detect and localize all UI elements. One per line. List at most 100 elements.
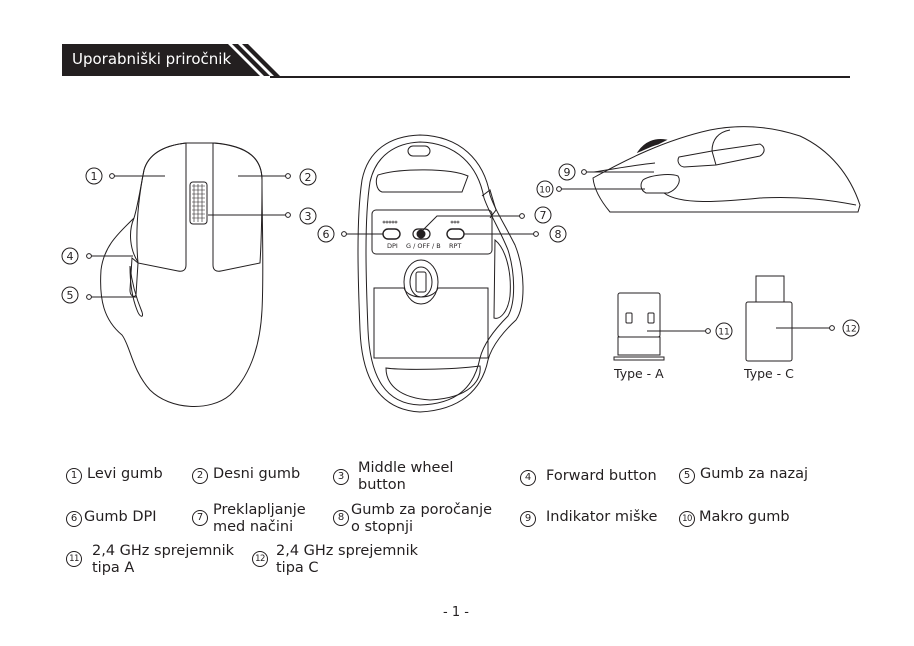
callout-4: 4 <box>61 247 79 265</box>
svg-text:9: 9 <box>564 166 571 179</box>
legend-text: Indikator miške <box>546 509 658 525</box>
svg-text:6: 6 <box>323 228 330 241</box>
svg-text:3: 3 <box>305 210 312 223</box>
header-rule <box>270 76 850 78</box>
header-banner-shape <box>62 44 280 76</box>
side-skate <box>493 238 511 319</box>
legend-item-1: 1 Levi gumb <box>66 466 163 484</box>
legend-number: 5 <box>679 468 695 484</box>
svg-text:12: 12 <box>845 325 856 335</box>
legend-item-2: 2 Desni gumb <box>192 466 300 484</box>
callout-2: 2 <box>299 168 317 186</box>
button-panel <box>371 209 493 255</box>
manual-title: Uporabniški priročnik <box>72 50 232 68</box>
legend-item-5: 5 Gumb za nazaj <box>679 466 808 484</box>
top-skate <box>375 169 469 193</box>
mouse-bottom-inner <box>365 141 515 406</box>
dpi-label: DPI <box>387 242 398 250</box>
receiver-type-a <box>613 292 711 361</box>
legend-number: 10 <box>679 511 695 527</box>
legend-number: 9 <box>520 511 536 527</box>
svg-text:8: 8 <box>555 228 562 241</box>
usb-c-plug <box>755 275 785 303</box>
callout-3: 3 <box>299 207 317 225</box>
dpi-button[interactable] <box>382 228 401 240</box>
front-notch <box>407 145 431 157</box>
legend-item-4: 4 Forward button <box>520 468 657 486</box>
mouse-top-body <box>100 142 264 407</box>
rpt-button[interactable] <box>446 228 465 240</box>
left-button-shape <box>136 142 187 272</box>
right-button-shape <box>212 142 263 272</box>
legend-item-12: 12 2,4 GHz sprejemnik tipa C <box>252 543 418 577</box>
receiver-type-c <box>745 275 835 362</box>
legend-item-11: 11 2,4 GHz sprejemnik tipa A <box>66 543 234 577</box>
mode-switch[interactable] <box>412 228 431 240</box>
macro-button-shape[interactable] <box>640 174 680 194</box>
legend-item-10: 10 Makro gumb <box>679 509 790 527</box>
side-thumb-ridge <box>130 217 139 263</box>
legend-number: 6 <box>66 511 82 527</box>
legend-text: Forward button <box>546 468 657 484</box>
callout-11: 11 <box>715 322 733 340</box>
legend-text: Preklapljanje med načini <box>213 502 306 535</box>
type-c-label: Type - C <box>743 366 794 381</box>
side-buttons-edge <box>481 189 497 219</box>
callout-6: 6 <box>317 225 335 243</box>
mode-switch-label: G / OFF / B <box>406 242 441 250</box>
legend-text: 2,4 GHz sprejemnik tipa C <box>276 543 419 576</box>
mouse-side-view <box>556 126 861 213</box>
legend-text: Gumb DPI <box>84 509 157 525</box>
callout-9: 9 <box>558 163 576 181</box>
mouse-top-view <box>86 142 291 407</box>
side-scroll-wheel[interactable] <box>636 139 668 153</box>
legend-text: Gumb za nazaj <box>700 466 809 482</box>
legend-text: Gumb za poročanje o stopnji <box>351 502 493 535</box>
svg-text:10: 10 <box>539 186 551 196</box>
callout-12: 12 <box>842 319 860 337</box>
legend-number: 4 <box>520 470 536 486</box>
legend-item-6: 6 Gumb DPI <box>66 509 157 527</box>
back-side-button <box>129 265 143 317</box>
section-header: Uporabniški priročnik <box>62 44 282 76</box>
dpi-indicator-dots <box>382 220 398 224</box>
rpt-indicator-dots <box>450 220 460 224</box>
callout-5: 5 <box>61 286 79 304</box>
legend-number: 1 <box>66 468 82 484</box>
mouse-indicator-strip <box>593 162 656 173</box>
legend-number: 2 <box>192 468 208 484</box>
callout-1: 1 <box>85 167 103 185</box>
legend-number: 8 <box>333 510 349 526</box>
svg-text:7: 7 <box>540 209 547 222</box>
legend-text: 2,4 GHz sprejemnik tipa A <box>92 543 235 576</box>
bottom-skate <box>385 365 481 401</box>
legend-text: Middle wheel button <box>358 460 454 493</box>
callout-8: 8 <box>549 225 567 243</box>
svg-text:11: 11 <box>718 328 729 338</box>
legend-item-8: 8 Gumb za poročanje o stopnji <box>333 502 492 536</box>
legend-number: 3 <box>333 469 349 485</box>
side-top-buttons <box>677 143 765 168</box>
side-top-edge <box>711 129 731 152</box>
scroll-wheel-texture <box>192 184 205 222</box>
middle-skate <box>373 287 489 359</box>
callout-markers: 1 2 3 4 5 6 7 8 9 10 11 12 <box>61 163 860 340</box>
legend-text: Levi gumb <box>87 466 163 482</box>
legend-number: 11 <box>66 551 82 567</box>
mouse-side-body <box>592 126 861 213</box>
svg-text:1: 1 <box>91 170 98 183</box>
mouse-bottom-view: DPI G / OFF / B RPT <box>341 134 539 413</box>
sensor-outer <box>403 259 439 305</box>
callout-7: 7 <box>534 206 552 224</box>
svg-text:2: 2 <box>305 171 312 184</box>
usb-c-body <box>745 301 793 362</box>
legend-number: 7 <box>192 510 208 526</box>
svg-text:4: 4 <box>67 250 74 263</box>
side-grip-curve <box>663 192 857 206</box>
legend-item-7: 7 Preklapljanje med načini <box>192 502 306 536</box>
legend-item-3: 3 Middle wheel button <box>333 460 453 494</box>
legend-item-9: 9 Indikator miške <box>520 509 657 527</box>
mode-switch-knob <box>416 229 426 239</box>
mouse-bottom-outline <box>357 134 524 413</box>
